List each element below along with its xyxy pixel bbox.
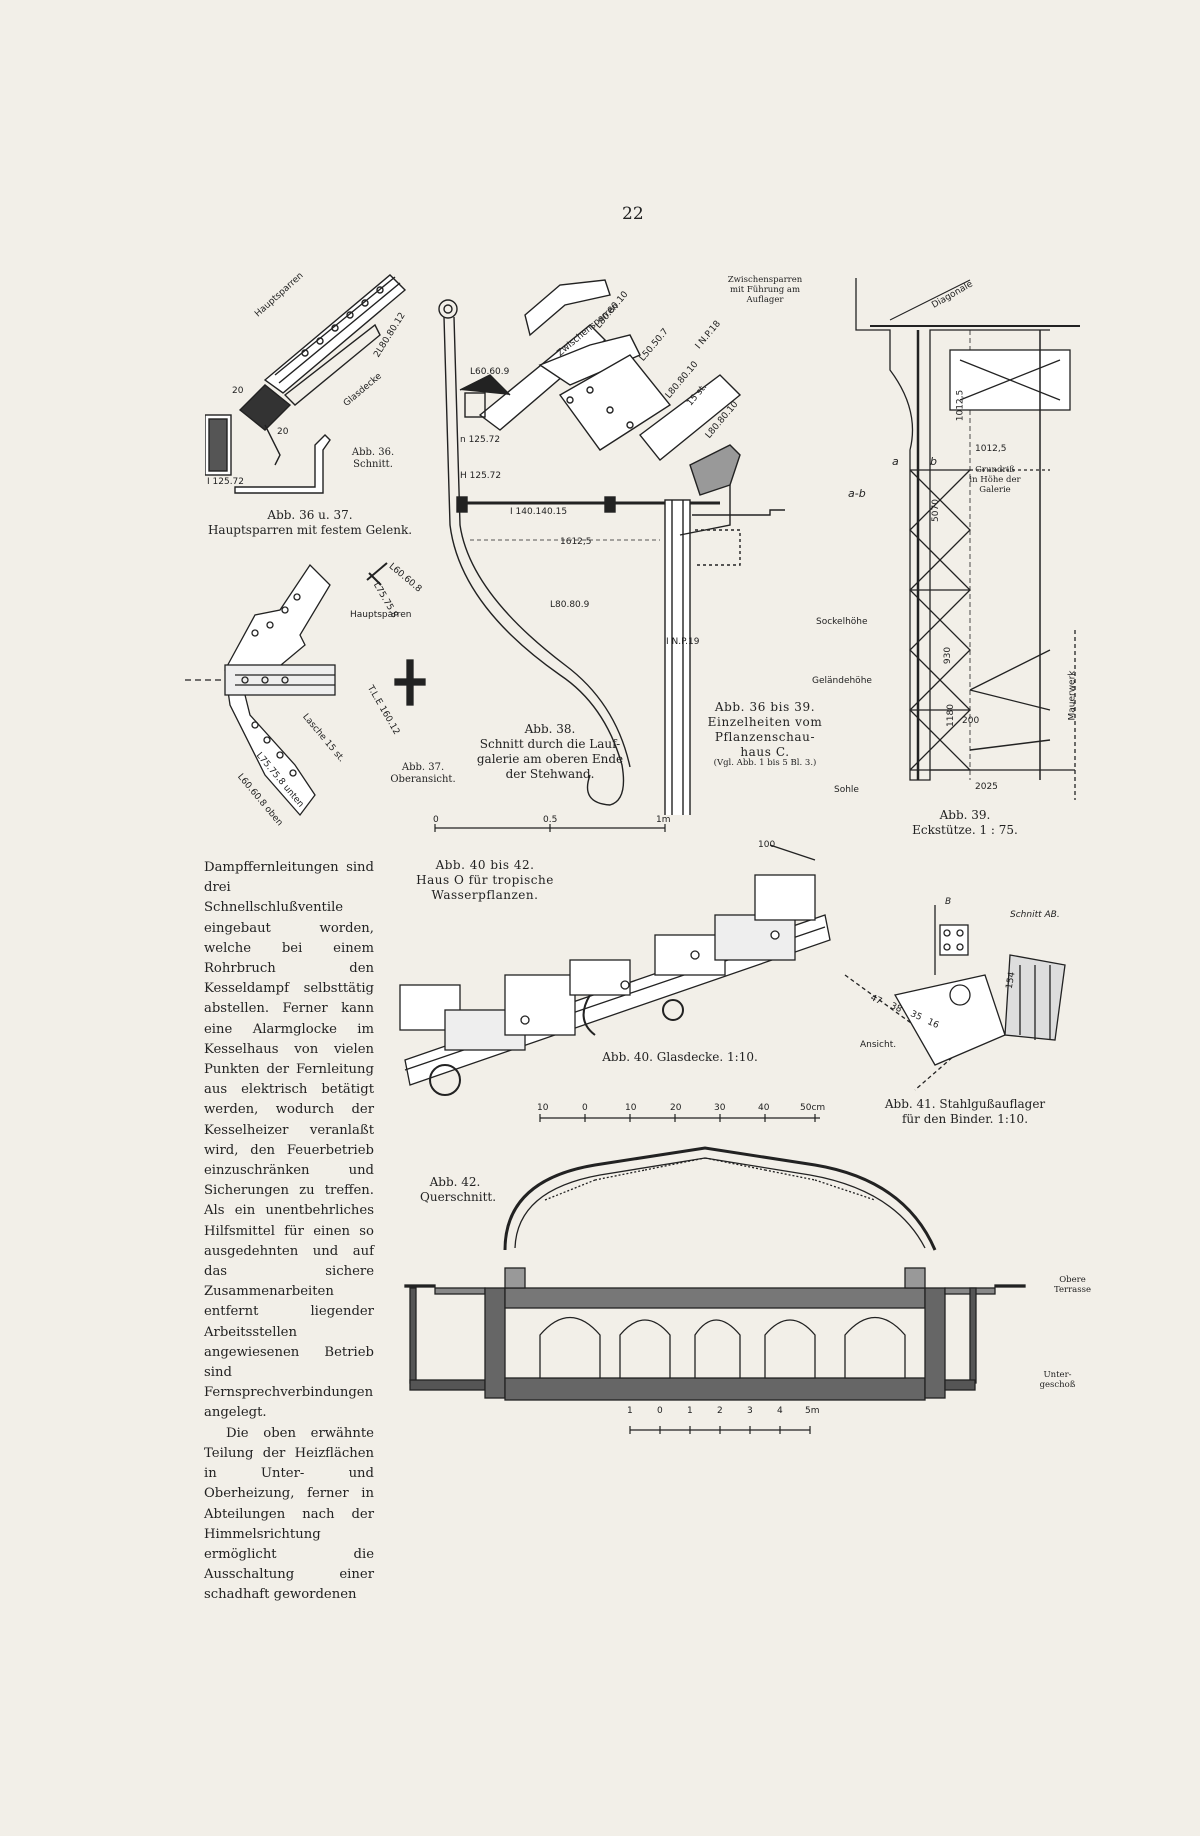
scale-42-g: 5m xyxy=(805,1406,820,1416)
scale-40-g: 50cm xyxy=(800,1103,826,1113)
scale-40-e: 30 xyxy=(714,1103,726,1113)
scale-40-d: 20 xyxy=(670,1103,682,1113)
caption-abb39: Abb. 39. Eckstütze. 1 : 75. xyxy=(912,808,1018,837)
scale-40-b: 0 xyxy=(582,1103,588,1113)
label-schnitt-ab: Schnitt AB. xyxy=(1010,910,1060,920)
label-sockelhoehe: Sockelhöhe xyxy=(816,617,868,627)
label-untergeschoss: Unter- geschoß xyxy=(1039,1370,1076,1390)
label-grundriss: Grundriß in Höhe der Galerie xyxy=(969,465,1021,495)
label-100-41: 100 xyxy=(758,840,776,850)
scale-bar-abb40 xyxy=(535,1108,825,1124)
abb40-drawing xyxy=(399,844,831,1096)
scale-bar-abb42 xyxy=(625,1420,815,1436)
caption-abb42: Abb. 42. Querschnitt. xyxy=(420,1175,497,1204)
scale-42-d: 2 xyxy=(717,1406,723,1416)
label-a: a xyxy=(892,455,899,468)
caption-abb36-schnitt: Abb. 36. Schnitt. xyxy=(351,447,395,470)
figure-abb37: Hauptsparren L60.60.8 L75.75.8 T.L.E 160… xyxy=(185,555,435,828)
label-l60-38: L60.60.9 xyxy=(470,367,510,377)
label-5070: 5070 xyxy=(930,499,941,522)
scale-38-1m: 1m xyxy=(656,815,671,825)
label-obere-terrasse: Obere Terrasse xyxy=(1054,1275,1091,1295)
label-b: b xyxy=(930,455,937,468)
caption-abb37: Abb. 37. Oberansicht. xyxy=(390,762,456,785)
scale-42-b: 0 xyxy=(657,1406,663,1416)
figure-abb38: L60.60.9 Zwischensparren L80.80.10 L50.5… xyxy=(430,275,850,815)
label-20a: 20 xyxy=(232,386,244,396)
label-1612: 1612,5 xyxy=(560,537,592,547)
abb39-drawing xyxy=(855,278,1080,800)
label-l80-9: L80.80.9 xyxy=(550,600,590,610)
paragraph-1: Dampffernleitungen sind drei Schnellschl… xyxy=(204,860,374,1421)
abb37-drawing xyxy=(185,562,426,817)
scale-42-f: 4 xyxy=(777,1406,783,1416)
figure-abb42 xyxy=(395,1140,1035,1415)
caption-abb38: Abb. 38. Schnitt durch die Lauf- galerie… xyxy=(476,722,624,781)
scale-40-f: 40 xyxy=(758,1103,770,1113)
label-np19: I N.P.19 xyxy=(666,637,700,647)
label-b-41: B xyxy=(945,897,952,907)
label-sohle: Sohle xyxy=(834,785,859,795)
label-ansicht: Ansicht. xyxy=(860,1040,897,1050)
label-2025: 2025 xyxy=(975,782,998,792)
label-hauptsparren-37: Hauptsparren xyxy=(350,610,412,620)
abb38-drawing xyxy=(438,279,785,815)
caption-abb41: Abb. 41. Stahlgußauflager für den Binder… xyxy=(884,1097,1046,1126)
label-1180: 1180 xyxy=(945,704,956,727)
paragraph-2: Die oben erwähnte Teilung der Heizfläche… xyxy=(204,1425,374,1603)
caption-abb36-39: Abb. 36 bis 39. Einzelheiten vom Pflanze… xyxy=(707,700,823,759)
label-20b: 20 xyxy=(277,427,289,437)
scale-42-a: 1 xyxy=(627,1406,633,1416)
label-1012-v: 1012,5 xyxy=(955,389,966,422)
label-200: 200 xyxy=(962,716,980,726)
label-930: 930 xyxy=(943,646,954,665)
abb42-drawing xyxy=(404,1146,1026,1401)
abb41-drawing xyxy=(844,905,1066,1091)
label-h125: H 125.72 xyxy=(460,471,502,481)
scale-38-05: 0.5 xyxy=(543,815,558,825)
note-zwischensparren: Zwischensparren mit Führung am Auflager xyxy=(727,275,803,305)
scale-42-e: 3 xyxy=(747,1406,753,1416)
scale-bar-abb38 xyxy=(430,812,670,834)
caption-abb40: Abb. 40. Glasdecke. 1:10. xyxy=(602,1050,758,1064)
scale-40-a: 10 xyxy=(537,1103,549,1113)
page-number: 22 xyxy=(622,204,644,224)
label-n125: n 125.72 xyxy=(460,435,501,445)
label-a-b: a-b xyxy=(848,487,866,500)
label-gelaendehoehe: Geländehöhe xyxy=(812,676,872,686)
label-mauerwerk: Mauerwerk xyxy=(1067,670,1078,721)
caption-abb36-37: Abb. 36 u. 37. Hauptsparren mit festem G… xyxy=(207,508,413,537)
label-i140: I 140.140.15 xyxy=(510,507,568,517)
scale-42-c: 1 xyxy=(687,1406,693,1416)
caption-abb40-42: Abb. 40 bis 42. Haus O für tropische Was… xyxy=(416,858,554,902)
scale-40-c: 10 xyxy=(625,1103,637,1113)
label-1012-h: 1012,5 xyxy=(975,444,1007,454)
figure-abb36: Hauptsparren Glasdecke 2L80.80.12 20 20 … xyxy=(205,265,420,495)
figure-abb41: B 47 38 35 16 154 xyxy=(835,895,1075,1095)
caption-abb36-39-ref: (Vgl. Abb. 1 bis 5 Bl. 3.) xyxy=(713,758,817,768)
figure-abb40 xyxy=(395,835,835,1100)
scale-38-0: 0 xyxy=(433,815,439,825)
figure-abb39: Diagonale a b 1012,5 1012,5 Grundriß in … xyxy=(850,270,1090,800)
abb36-drawing xyxy=(205,274,407,494)
label-i-profile: I 125.72 xyxy=(207,477,245,487)
body-text: Dampffernleitungen sind drei Schnellschl… xyxy=(204,858,374,1606)
